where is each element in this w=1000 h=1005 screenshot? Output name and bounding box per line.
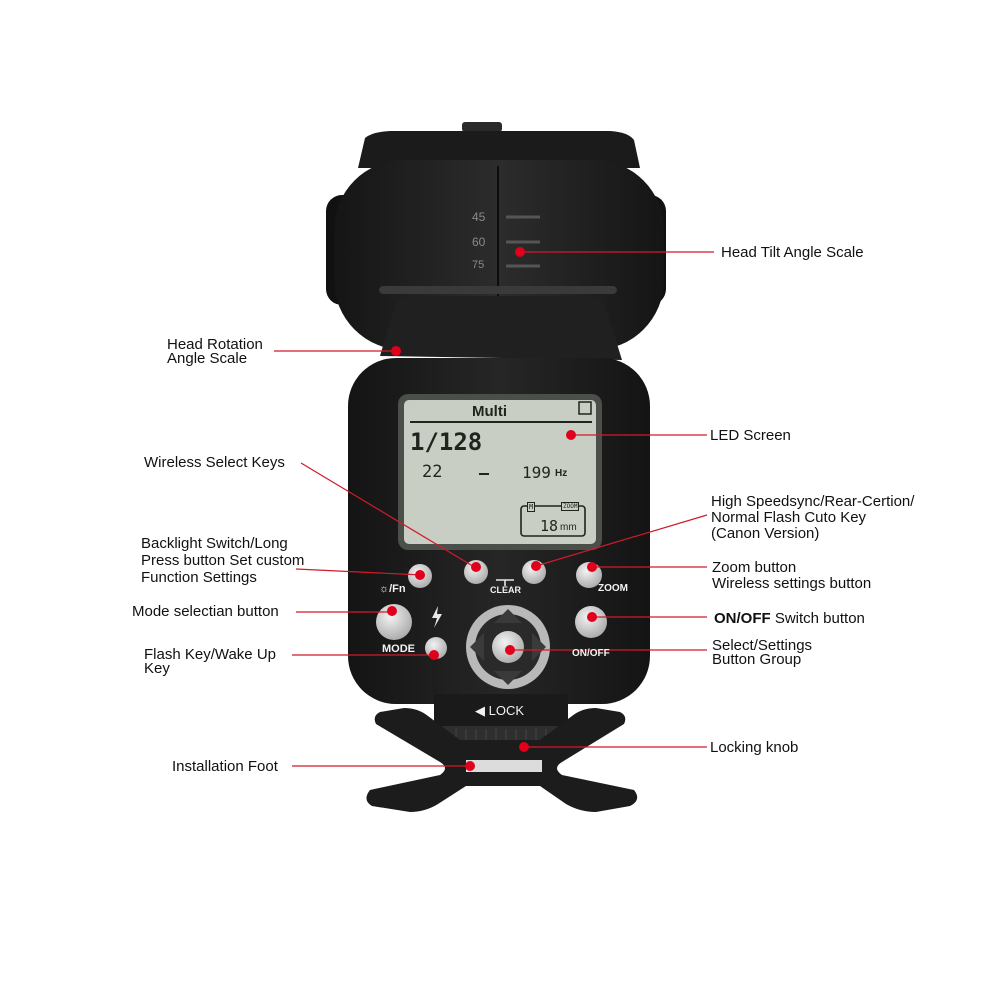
marker-select-group bbox=[505, 645, 515, 655]
mode-label: MODE bbox=[382, 643, 415, 655]
marker-high-speed bbox=[531, 561, 541, 571]
marker-flash-key bbox=[429, 650, 439, 660]
head-neck bbox=[380, 296, 622, 360]
label-flash-key: Flash Key/Wake Up Key bbox=[144, 646, 276, 677]
lcd-freq-unit: Hz bbox=[555, 468, 568, 479]
callout-lines bbox=[274, 251, 714, 767]
onoff-button[interactable] bbox=[575, 606, 607, 638]
head-top bbox=[358, 131, 640, 168]
lcd-power: 1/128 bbox=[410, 428, 483, 456]
flash-bolt-icon bbox=[432, 606, 442, 628]
foot-contact-plate bbox=[466, 760, 542, 772]
lcd-screen bbox=[404, 400, 596, 544]
marker-installation-foot bbox=[465, 761, 475, 771]
head-lower-ridge bbox=[379, 286, 617, 294]
clear-bracket-icon bbox=[496, 579, 514, 586]
lcd-zoom-value: 18 bbox=[540, 517, 559, 535]
label-head-rotation: Head Rotation Angle Scale bbox=[167, 336, 263, 367]
lcd-zoom-box bbox=[520, 505, 586, 537]
marker-mode bbox=[387, 606, 397, 616]
label-backlight: Backlight Switch/Long Press button Set c… bbox=[141, 535, 305, 586]
zoom-label: ZOOM bbox=[598, 583, 628, 594]
marker-locking-knob bbox=[519, 742, 529, 752]
marker-head-tilt bbox=[515, 247, 525, 257]
lcd-m-badge: M bbox=[527, 502, 536, 512]
tilt-scale-75: 75 bbox=[472, 259, 485, 271]
callout-markers bbox=[387, 247, 597, 771]
label-head-tilt: Head Tilt Angle Scale bbox=[721, 244, 864, 261]
label-mode-select: Mode selectian button bbox=[132, 603, 279, 620]
tilt-scale-marks bbox=[506, 215, 540, 268]
fn-label: ☼/Fn bbox=[379, 583, 406, 595]
clear-label: CLEAR bbox=[490, 585, 521, 595]
marker-head-rotation bbox=[391, 346, 401, 356]
lcd-mode: Multi bbox=[472, 403, 507, 420]
lcd-zoom-badge: ZOOM bbox=[561, 502, 580, 511]
lcd-corner-icon bbox=[578, 401, 592, 415]
dpad-arrows bbox=[470, 609, 546, 685]
label-high-speed: High Speedsync/Rear-Certion/ Normal Flas… bbox=[711, 493, 915, 542]
label-installation-foot: Installation Foot bbox=[172, 758, 278, 775]
tilt-scale-60: 60 bbox=[472, 235, 486, 249]
marker-led-screen bbox=[566, 430, 576, 440]
label-led-screen: LED Screen bbox=[710, 427, 791, 444]
lock-plate bbox=[434, 694, 568, 728]
marker-onoff bbox=[587, 612, 597, 622]
lcd-zoom-unit: mm bbox=[560, 522, 577, 533]
label-select-settings: Select/Settings Button Group bbox=[712, 637, 813, 668]
lock-label: ◀ LOCK bbox=[475, 703, 525, 718]
marker-zoom bbox=[587, 562, 597, 572]
marker-backlight bbox=[415, 570, 425, 580]
label-onoff: ON/OFF Switch button bbox=[714, 610, 865, 627]
lcd-times: 22 bbox=[422, 462, 443, 482]
mode-button[interactable] bbox=[376, 604, 412, 640]
label-zoom-button: Zoom button Wireless settings button bbox=[712, 559, 872, 592]
label-locking-knob: Locking knob bbox=[710, 739, 799, 756]
onoff-label: ON/OFF bbox=[572, 648, 610, 659]
tilt-scale-45: 45 bbox=[472, 210, 486, 224]
label-wireless-select: Wireless Select Keys bbox=[144, 454, 285, 471]
top-vents bbox=[462, 122, 502, 132]
lcd-frequency: 199 bbox=[522, 463, 551, 482]
marker-wireless-select bbox=[471, 562, 481, 572]
